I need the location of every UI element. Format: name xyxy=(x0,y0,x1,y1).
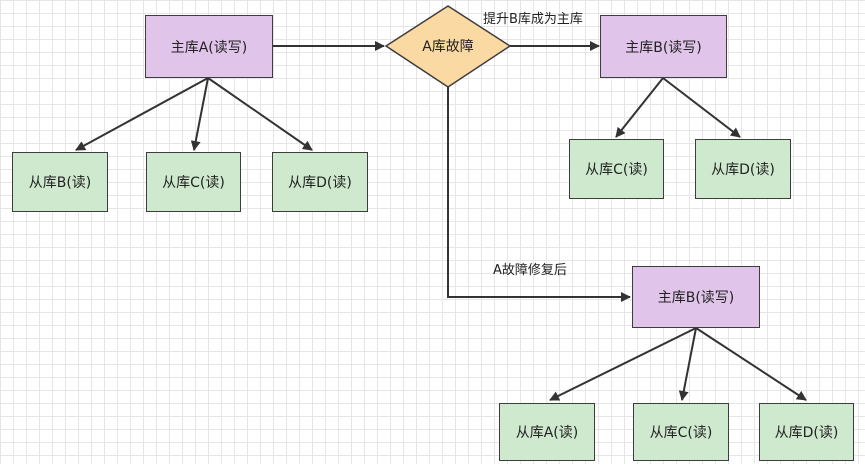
slave-d-bottom-node: 从库D(读) xyxy=(759,403,854,461)
edge-master-b-bottom-to-slave-d xyxy=(695,327,807,401)
edge-master-b-bottom-to-slave-a xyxy=(549,327,697,401)
slave-d-node: 从库D(读) xyxy=(272,152,368,212)
slave-c-node: 从库C(读) xyxy=(146,152,241,212)
edge-master-a-to-slave-c xyxy=(190,77,209,151)
edge-label-a-repaired: A故障修复后 xyxy=(493,263,567,278)
master-b-bottom-node: 主库B(读写) xyxy=(632,266,760,328)
slave-d-top-node: 从库D(读) xyxy=(695,139,791,199)
slave-c-top-node: 从库C(读) xyxy=(569,139,664,199)
edge-master-b-top-to-slave-d xyxy=(662,77,741,138)
edge-master-a-to-slave-d xyxy=(207,77,313,151)
edge-decision-to-master-b-bottom xyxy=(447,87,631,302)
edge-master-b-top-to-slave-c xyxy=(615,77,664,138)
slave-a-bottom-node: 从库A(读) xyxy=(499,403,595,461)
decision-label: A库故障 xyxy=(422,39,474,55)
slave-b-node: 从库B(读) xyxy=(12,152,108,212)
slave-c-bottom-node: 从库C(读) xyxy=(633,403,729,461)
edge-master-b-bottom-to-slave-c xyxy=(678,327,697,401)
edge-label-promote-b: 提升B库成为主库 xyxy=(483,12,583,27)
master-a-node: 主库A(读写) xyxy=(145,15,273,78)
edge-master-a-to-slave-b xyxy=(75,77,209,151)
master-b-top-node: 主库B(读写) xyxy=(600,15,727,78)
